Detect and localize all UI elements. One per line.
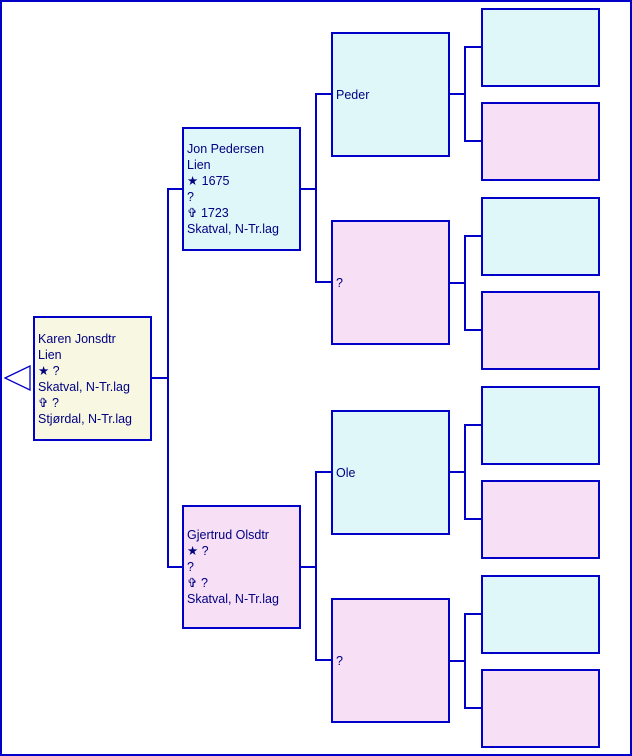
- person-card-paternal-grandmother[interactable]: ?: [331, 220, 450, 345]
- death-place: Skatval, N-Tr.lag: [187, 592, 279, 606]
- connector: [167, 188, 169, 568]
- connector: [300, 566, 316, 568]
- death-place: Stjørdal, N-Tr.lag: [38, 411, 133, 426]
- person-name: Peder: [336, 87, 370, 102]
- person-card-maternal-grandmother[interactable]: ?: [331, 598, 450, 723]
- person-card-empty[interactable]: [481, 480, 600, 559]
- person-name: Karen Jonsdtr: [38, 331, 116, 346]
- person-card-empty[interactable]: [481, 102, 600, 181]
- connector: [315, 93, 317, 283]
- person-card-empty[interactable]: [481, 291, 600, 370]
- person-card-root[interactable]: Karen Jonsdtr Lien ★ ? Skatval, N-Tr.lag…: [33, 316, 152, 441]
- person-name: ?: [336, 275, 343, 290]
- person-card-empty[interactable]: [481, 669, 600, 748]
- death-date: ✞ 1723: [187, 206, 229, 220]
- person-name: Jon Pedersen: [187, 142, 265, 156]
- birth-place: ?: [187, 190, 194, 204]
- connector: [300, 188, 316, 190]
- connector: [315, 659, 331, 661]
- person-card-empty[interactable]: [481, 8, 600, 87]
- birth-date: ★ 1675: [187, 174, 230, 188]
- death-place: Skatval, N-Tr.lag: [187, 222, 279, 236]
- person-card-maternal-grandfather[interactable]: Ole: [331, 410, 450, 535]
- person-card-father[interactable]: Jon Pedersen Lien ★ 1675 ? ✞ 1723 Skatva…: [182, 127, 301, 251]
- person-surname: Lien: [38, 347, 62, 362]
- person-name: ?: [336, 653, 343, 668]
- death-date: ✞ ?: [187, 576, 208, 590]
- birth-place: ?: [187, 560, 194, 574]
- person-name: Gjertrud Olsdtr: [187, 528, 269, 542]
- person-name: Ole: [336, 465, 356, 480]
- birth-place: Skatval, N-Tr.lag: [38, 379, 130, 394]
- person-card-empty[interactable]: [481, 386, 600, 465]
- person-card-empty[interactable]: [481, 197, 600, 276]
- birth-date: ★ ?: [38, 363, 60, 378]
- back-arrow-icon[interactable]: [4, 365, 32, 391]
- connector: [167, 188, 183, 190]
- connector: [151, 377, 168, 379]
- person-card-paternal-grandfather[interactable]: Peder: [331, 32, 450, 157]
- death-date: ✞ ?: [38, 395, 59, 410]
- person-card-mother[interactable]: Gjertrud Olsdtr ★ ? ? ✞ ? Skatval, N-Tr.…: [182, 505, 301, 629]
- person-card-empty[interactable]: [481, 575, 600, 654]
- connector: [315, 93, 331, 95]
- person-surname: Lien: [187, 158, 211, 172]
- connector: [167, 566, 183, 568]
- connector: [315, 471, 317, 661]
- birth-date: ★ ?: [187, 544, 209, 558]
- connector: [315, 471, 331, 473]
- connector: [315, 281, 331, 283]
